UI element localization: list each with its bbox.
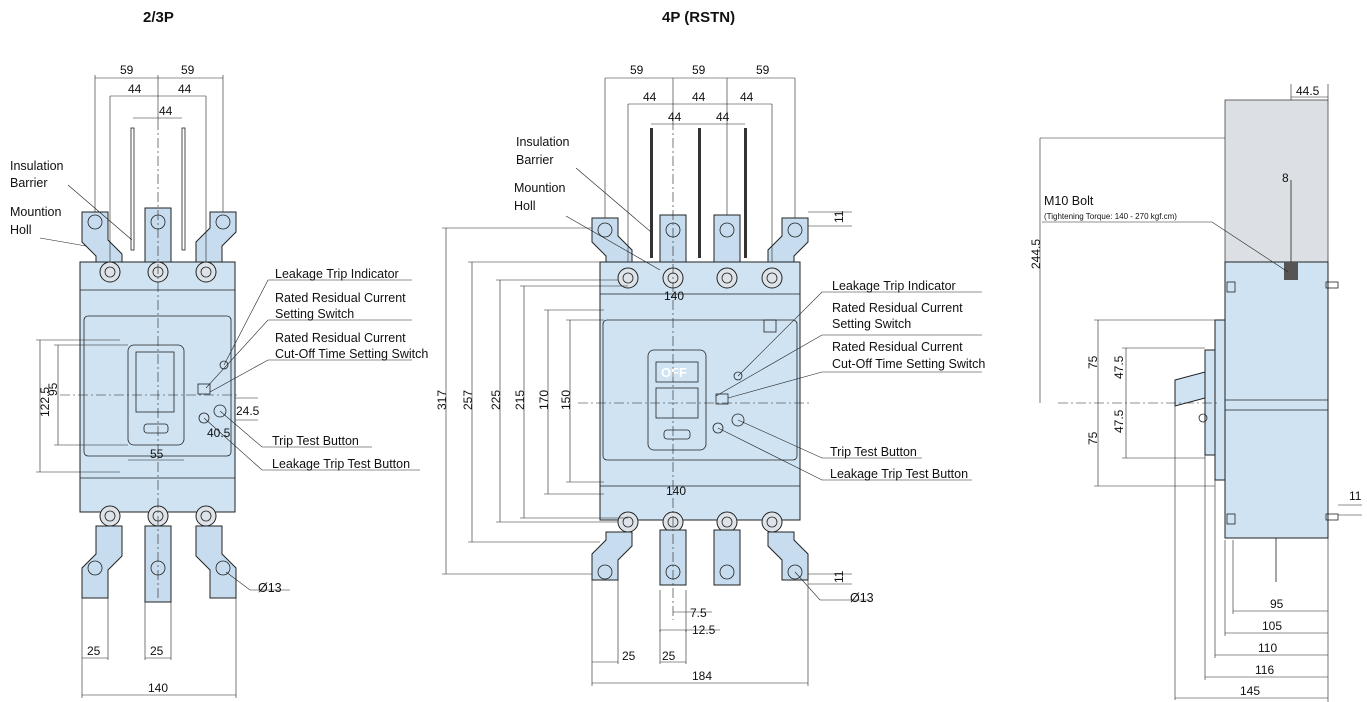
label-3p-cutoff-1: Rated Residual Current bbox=[275, 331, 406, 345]
dim-4p-44a: 44 bbox=[643, 90, 657, 104]
dim-4p-59c: 59 bbox=[756, 63, 770, 77]
dim-side-145: 145 bbox=[1240, 684, 1260, 698]
dim-4p-140-bot: 140 bbox=[666, 484, 686, 498]
dim-4p-25b: 25 bbox=[662, 649, 676, 663]
dim-side-475a: 47.5 bbox=[1112, 355, 1126, 379]
body-4p bbox=[599, 261, 801, 521]
label-3p-holl: Holl bbox=[10, 223, 32, 237]
dim-side-75a: 75 bbox=[1086, 355, 1100, 369]
label-4p-holl: Holl bbox=[514, 199, 536, 213]
label-3p-leakage-indicator: Leakage Trip Indicator bbox=[275, 267, 399, 281]
label-4p-leakage-test: Leakage Trip Test Button bbox=[830, 467, 968, 481]
dim-4p-44c: 44 bbox=[740, 90, 754, 104]
dim-3p-140: 140 bbox=[148, 681, 168, 695]
dim-3p-44a: 44 bbox=[128, 82, 142, 96]
dim-4p-59a: 59 bbox=[630, 63, 644, 77]
dim-3p-44b: 44 bbox=[178, 82, 192, 96]
dim-side-8: 8 bbox=[1282, 171, 1289, 185]
dim-4p-44d: 44 bbox=[668, 110, 682, 124]
dim-3p-1225: 122.5 bbox=[38, 387, 52, 417]
label-4p-insulation: Insulation bbox=[516, 135, 570, 149]
label-side-bolt: M10 Bolt bbox=[1044, 194, 1094, 208]
label-4p-hole: Ø13 bbox=[850, 591, 874, 605]
dim-4p-317: 317 bbox=[435, 390, 449, 410]
view-side: 44.5 244.5 8 75 47.5 47.5 75 11 95 105 1… bbox=[1029, 84, 1362, 702]
label-3p-rated-residual-1: Rated Residual Current bbox=[275, 291, 406, 305]
dim-3p-405: 40.5 bbox=[207, 426, 231, 440]
dim-3p-25a: 25 bbox=[87, 644, 101, 658]
dim-4p-215: 215 bbox=[513, 390, 527, 410]
dim-4p-140-top: 140 bbox=[664, 289, 684, 303]
label-3p-rated-residual-2: Setting Switch bbox=[275, 307, 354, 321]
label-3p-hole: Ø13 bbox=[258, 581, 282, 595]
dim-3p-25b: 25 bbox=[150, 644, 164, 658]
dim-3p-44c: 44 bbox=[159, 104, 173, 118]
dim-4p-25a: 25 bbox=[622, 649, 636, 663]
view-3p: 59 59 44 44 44 122.5 95 24.5 40.5 55 25 … bbox=[10, 63, 428, 698]
label-4p-rated-residual-1: Rated Residual Current bbox=[832, 301, 963, 315]
dim-side-2445: 244.5 bbox=[1029, 239, 1043, 269]
dim-4p-225: 225 bbox=[489, 390, 503, 410]
label-4p-cutoff-2: Cut-Off Time Setting Switch bbox=[832, 357, 985, 371]
dim-4p-125: 12.5 bbox=[692, 623, 716, 637]
dim-3p-59b: 59 bbox=[181, 63, 195, 77]
label-4p-barrier: Barrier bbox=[516, 153, 554, 167]
label-3p-leakage-test: Leakage Trip Test Button bbox=[272, 457, 410, 471]
dim-side-75b: 75 bbox=[1086, 431, 1100, 445]
label-3p-trip-test: Trip Test Button bbox=[272, 434, 359, 448]
dim-side-105: 105 bbox=[1262, 619, 1282, 633]
dim-side-445: 44.5 bbox=[1296, 84, 1320, 98]
label-3p-mountion: Mountion bbox=[10, 205, 61, 219]
view-4p: OFF 59 59 59 44 44 44 44 44 bbox=[435, 63, 985, 686]
label-3p-cutoff-2: Cut-Off Time Setting Switch bbox=[275, 347, 428, 361]
label-3p-barrier: Barrier bbox=[10, 176, 48, 190]
off-label: OFF bbox=[661, 365, 687, 380]
dim-3p-59a: 59 bbox=[120, 63, 134, 77]
dim-4p-257: 257 bbox=[461, 390, 475, 410]
dim-side-95: 95 bbox=[1270, 597, 1284, 611]
label-4p-trip-test: Trip Test Button bbox=[830, 445, 917, 459]
label-4p-mountion: Mountion bbox=[514, 181, 565, 195]
body-3p bbox=[79, 261, 236, 513]
dim-4p-150: 150 bbox=[559, 390, 573, 410]
dim-4p-170: 170 bbox=[537, 390, 551, 410]
dim-side-475b: 47.5 bbox=[1112, 409, 1126, 433]
dim-4p-184: 184 bbox=[692, 669, 712, 683]
side-terminal-top bbox=[1224, 99, 1329, 263]
dim-4p-75: 7.5 bbox=[690, 606, 707, 620]
dim-4p-59b: 59 bbox=[692, 63, 706, 77]
label-4p-cutoff-1: Rated Residual Current bbox=[832, 340, 963, 354]
label-4p-rated-residual-2: Setting Switch bbox=[832, 317, 911, 331]
dim-4p-44e: 44 bbox=[716, 110, 730, 124]
label-3p-insulation: Insulation bbox=[10, 159, 64, 173]
dim-side-11: 11 bbox=[1349, 489, 1362, 503]
label-side-torque: (Tightening Torque: 140 - 270 kgf.cm) bbox=[1044, 212, 1177, 221]
title-4p: 4P (RSTN) bbox=[662, 9, 735, 26]
dim-4p-11-top: 11 bbox=[832, 210, 846, 223]
label-4p-leakage-indicator: Leakage Trip Indicator bbox=[832, 279, 956, 293]
dim-3p-55: 55 bbox=[150, 447, 164, 461]
title-2-3p: 2/3P bbox=[143, 9, 174, 26]
dim-4p-11-bot: 11 bbox=[832, 570, 846, 583]
dim-side-110: 110 bbox=[1258, 641, 1277, 655]
dim-4p-44b: 44 bbox=[692, 90, 706, 104]
dim-side-116: 116 bbox=[1255, 663, 1274, 677]
dim-3p-245: 24.5 bbox=[236, 404, 260, 418]
dim-3p-95: 95 bbox=[46, 382, 60, 396]
